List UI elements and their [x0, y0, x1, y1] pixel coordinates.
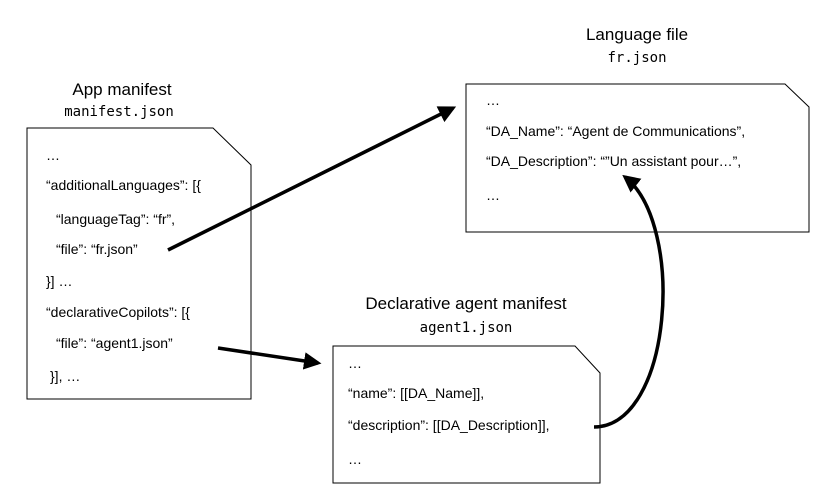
app-manifest-line: “file”: “fr.json” [56, 241, 138, 257]
agent-manifest-line: … [348, 355, 362, 371]
language-file-filename: fr.json [607, 50, 667, 66]
arrow-to-language-file [167, 106, 457, 252]
app-manifest-title: App manifest [72, 80, 172, 99]
agent-manifest-filename: agent1.json [419, 320, 513, 336]
language-file-line: … [486, 92, 500, 108]
agent-manifest-line: … [348, 451, 362, 467]
agent-manifest-line: “name”: [[DA_Name]], [348, 385, 485, 401]
agent-manifest-title: Declarative agent manifest [365, 294, 567, 313]
app-manifest-line: … [46, 147, 60, 163]
app-manifest-line: }] … [46, 273, 73, 289]
agent-manifest-document [332, 345, 601, 484]
app-manifest-line: “languageTag”: “fr”, [56, 211, 176, 227]
app-manifest-line: “file”: “agent1.json” [56, 335, 173, 351]
app-manifest-document [26, 127, 252, 400]
arrow-token-to-language-string [593, 174, 665, 429]
language-file-line: “DA_Description”: “”Un assistant pour…”, [486, 153, 742, 169]
agent-manifest-line: “description”: [[DA_Description]], [348, 417, 550, 433]
language-file-document [465, 83, 810, 233]
app-manifest-line: “declarativeCopilots”: [{ [46, 304, 190, 320]
app-manifest-line: “additionalLanguages”: [{ [46, 177, 201, 193]
app-manifest-line: }], … [50, 368, 81, 384]
app-manifest-filename: manifest.json [64, 104, 174, 120]
arrow-to-agent-manifest [217, 346, 322, 370]
language-file-title: Language file [585, 25, 689, 44]
language-file-line: “DA_Name”: “Agent de Communications”, [486, 123, 746, 139]
language-file-line: … [486, 187, 500, 203]
